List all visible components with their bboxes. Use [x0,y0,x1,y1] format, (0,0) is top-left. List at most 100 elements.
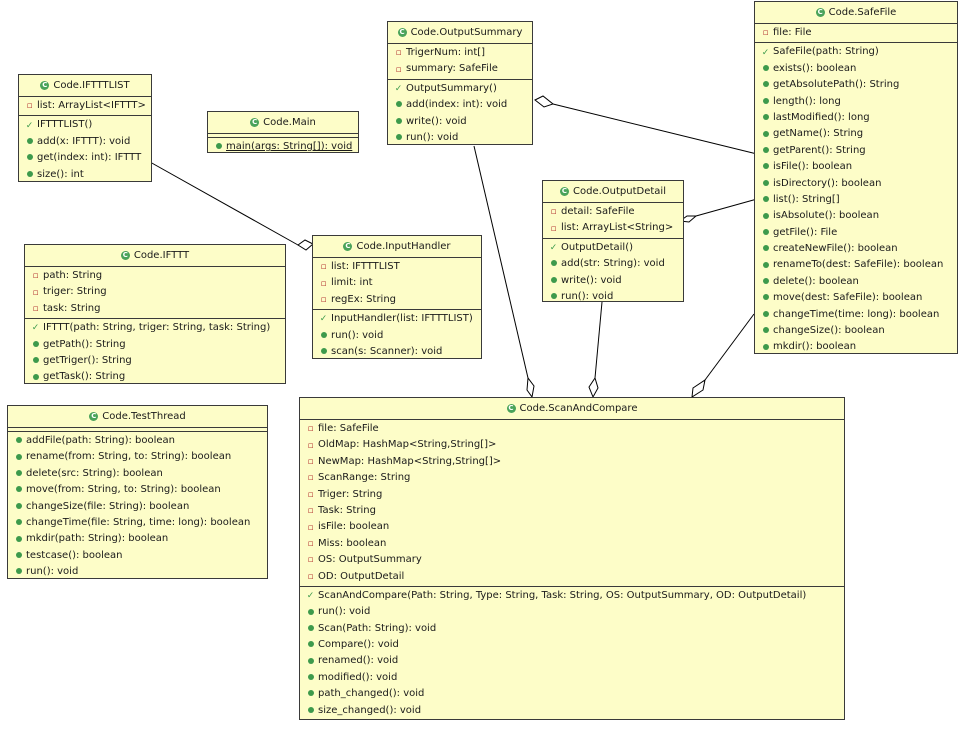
public-method-icon [306,673,315,683]
method-row: renamed(): void [300,653,844,669]
method-row: isDirectory(): boolean [755,176,957,192]
constructor-icon [25,121,34,131]
field-row: NewMap: HashMap<String,String[]> [300,454,844,470]
method-row: Compare(): void [300,637,844,653]
private-field-icon [31,271,40,281]
method-row: IFTTTLIST() [19,117,151,133]
methods-section: addFile(path: String): boolean rename(fr… [8,431,267,582]
private-field-icon [31,288,40,298]
class-icon: C [815,8,825,17]
method-row: move(dest: SafeFile): boolean [755,290,957,306]
public-method-icon [761,130,770,140]
field-row: Miss: boolean [300,536,844,552]
iftttlist-inputhandler-link [149,161,299,246]
method-row: addFile(path: String): boolean [8,433,267,449]
method-row: getPath(): String [25,337,285,353]
methods-section: OutputDetail() add(str: String): void wr… [543,237,683,307]
method-row: length(): long [755,94,957,110]
method-row: scan(s: Scanner): void [313,344,481,360]
constructor-icon [394,84,403,94]
method-row: OutputSummary() [388,81,532,97]
class-title: Code.IFTTTLIST [53,80,130,91]
fields-section: file: File [755,24,957,42]
method-row: exists(): boolean [755,61,957,77]
safefile-scanandcompare-link [704,313,755,381]
class-title: Code.IFTTT [133,250,190,261]
class-title: Code.SafeFile [828,7,897,18]
constructor-icon [31,323,40,333]
aggregation-diamond [678,215,698,223]
private-field-icon [306,490,315,500]
class-title: Code.ScanAndCompare [519,403,638,414]
public-method-icon [761,277,770,287]
public-method-icon [761,146,770,156]
public-method-icon [394,100,403,110]
public-method-icon [25,153,34,163]
field-row: OD: OutputDetail [300,569,844,585]
public-method-icon [31,356,40,366]
safefile-outputsummary-link [552,103,758,155]
aggregation-diamond [588,376,599,399]
public-method-icon [761,80,770,90]
private-field-icon [549,207,558,217]
public-method-icon [761,244,770,254]
method-row: isAbsolute(): boolean [755,208,957,224]
public-method-icon [14,469,23,479]
method-row: testcase(): boolean [8,548,267,564]
fields-section: path: String triger: String task: String [25,267,285,318]
constructor-icon [319,314,328,324]
public-method-icon [31,373,40,383]
private-field-icon [31,304,40,314]
public-method-icon [761,195,770,205]
private-field-icon [306,424,315,434]
field-row: list: IFTTTLIST [313,259,481,275]
class-title: Code.TestThread [102,411,186,422]
public-method-icon [14,551,23,561]
public-method-icon [306,624,315,634]
method-row: move(from: String, to: String): boolean [8,482,267,498]
method-row: add(index: int): void [388,97,532,113]
fields-section: TrigerNum: int[] summary: SafeFile [388,44,532,79]
field-row: Triger: String [300,487,844,503]
method-row: renameTo(dest: SafeFile): boolean [755,257,957,273]
methods-section: SafeFile(path: String) exists(): boolean… [755,42,957,356]
public-method-icon [761,343,770,353]
method-row: write(): void [543,273,683,289]
method-row: path_changed(): void [300,686,844,702]
method-row: getFile(): File [755,225,957,241]
public-method-icon [14,502,23,512]
method-row: main(args: String[]): void [208,139,358,155]
public-method-icon [761,113,770,123]
class-icon: C [343,242,353,251]
private-field-icon [761,28,770,38]
method-row: run(): void [313,328,481,344]
method-row: changeSize(): boolean [755,323,957,339]
class-title: Code.OutputSummary [410,27,523,38]
field-row: task: String [25,301,285,317]
public-method-icon [14,436,23,446]
public-method-icon [14,518,23,528]
method-row: getParent(): String [755,143,957,159]
class-icon: C [560,187,569,196]
private-field-icon [306,555,315,565]
methods-section: IFTTTLIST() add(x: IFTTT): void get(inde… [19,115,151,184]
field-row: file: SafeFile [300,421,844,437]
private-field-icon [306,506,315,516]
method-row: getAbsolutePath(): String [755,77,957,93]
public-method-icon [761,261,770,271]
method-row: IFTTT(path: String, triger: String, task… [25,320,285,336]
fields-section: list: IFTTTLIST limit: int regEx: String [313,258,481,309]
field-row: isFile: boolean [300,519,844,535]
